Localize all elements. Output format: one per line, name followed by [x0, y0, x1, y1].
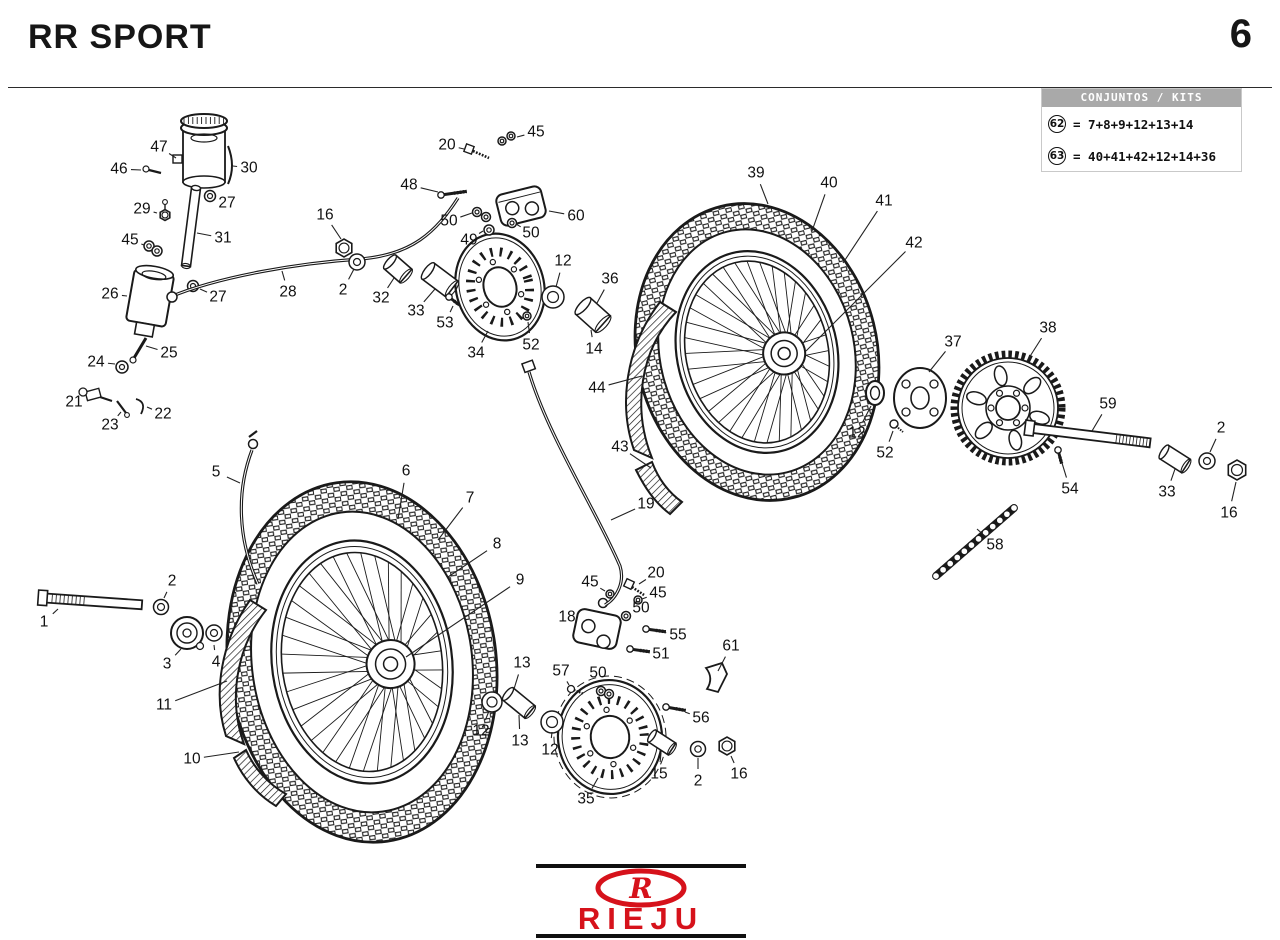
kit-id-badge: 63 [1048, 147, 1066, 165]
part-label: 1 [40, 614, 49, 631]
part-label: 43 [611, 439, 628, 456]
part-label: 51 [652, 646, 669, 663]
part-label: 40 [820, 175, 838, 192]
part-label: 9 [516, 572, 525, 589]
part-label: 28 [279, 284, 296, 301]
part-label: 37 [944, 334, 961, 351]
kit-id-badge: 62 [1048, 115, 1066, 133]
part-label: 38 [1039, 320, 1056, 337]
part-label: 45 [527, 124, 544, 141]
part-label: 27 [218, 195, 235, 212]
part-label: 54 [1061, 481, 1079, 498]
part-label: 50 [632, 600, 650, 617]
kit-row: 62 = 7+8+9+12+13+14 [1042, 107, 1241, 139]
part-label: 2 [694, 773, 703, 790]
page-number: 6 [1229, 12, 1252, 56]
part-label: 2 [168, 573, 177, 590]
part-label: 27 [209, 289, 226, 306]
part-label: 22 [154, 406, 171, 423]
part-label: 18 [558, 609, 575, 626]
part-label: 60 [567, 208, 585, 225]
part-label: 12 [554, 253, 571, 270]
part-label: 13 [513, 655, 530, 672]
part-label: 31 [214, 230, 231, 247]
part-label: 21 [65, 394, 82, 411]
footer-bar-bottom [536, 934, 746, 938]
logo-letter: R [628, 872, 652, 905]
part-label: 58 [986, 537, 1003, 554]
kits-box: CONJUNTOS / KITS 62 = 7+8+9+12+13+14 63 … [1041, 88, 1242, 172]
part-label: 50 [589, 665, 607, 682]
kit-row: 63 = 40+41+42+12+14+36 [1042, 139, 1241, 171]
header-divider [8, 87, 1272, 88]
part-label: 32 [372, 290, 389, 307]
part-label: 15 [650, 766, 667, 783]
part-label: 33 [407, 303, 424, 320]
part-label: 19 [637, 496, 654, 513]
part-label: 52 [522, 337, 539, 354]
part-label: 50 [522, 225, 540, 242]
logo-oval [595, 868, 687, 908]
diagram-art [36, 113, 1247, 844]
part-label: 45 [649, 585, 666, 602]
page-title: RR SPORT [28, 18, 212, 56]
part-label: 8 [493, 536, 502, 553]
part-label: 16 [316, 207, 333, 224]
part-label: 47 [150, 139, 167, 156]
part-label: 35 [577, 791, 594, 808]
part-label: 7 [466, 490, 475, 507]
part-label: 20 [647, 565, 665, 582]
part-label: 39 [747, 165, 764, 182]
part-label: 16 [730, 766, 747, 783]
part-label: 50 [440, 213, 458, 230]
part-label: 61 [722, 638, 739, 655]
kit-formula: = 40+41+42+12+14+36 [1073, 148, 1216, 164]
part-label: 26 [101, 286, 118, 303]
part-label: 57 [552, 663, 569, 680]
leader-lines [52, 134, 1237, 789]
rieju-logo-mark: R [595, 868, 687, 908]
part-label: 4 [212, 654, 221, 671]
part-label: 55 [669, 627, 686, 644]
part-label: 13 [511, 733, 528, 750]
part-label: 34 [467, 345, 485, 362]
part-label: 12 [472, 723, 489, 740]
part-label: 2 [1217, 420, 1226, 437]
part-label: 23 [101, 417, 118, 434]
footer-bar-top [536, 864, 746, 868]
part-label: 3 [163, 656, 172, 673]
part-label: 59 [1099, 396, 1116, 413]
part-label: 12 [848, 425, 865, 442]
part-label: 29 [133, 201, 150, 218]
kits-box-title: CONJUNTOS / KITS [1042, 89, 1241, 107]
part-label: 45 [581, 574, 598, 591]
part-label: 41 [875, 193, 892, 210]
part-label: 25 [160, 345, 177, 362]
part-label: 6 [402, 463, 411, 480]
part-label: 30 [240, 160, 258, 177]
part-label: 5 [212, 464, 221, 481]
part-label: 45 [121, 232, 138, 249]
part-label: 48 [400, 177, 417, 194]
part-label: 10 [183, 751, 201, 768]
part-label: 49 [460, 232, 477, 249]
part-label: 14 [585, 341, 603, 358]
kit-formula: = 7+8+9+12+13+14 [1073, 116, 1194, 132]
part-label: 20 [438, 137, 456, 154]
part-label: 2 [339, 282, 348, 299]
part-label: 52 [876, 445, 893, 462]
part-label: 56 [692, 710, 709, 727]
part-label: 42 [905, 235, 922, 252]
part-label: 53 [436, 315, 453, 332]
part-label: 11 [156, 697, 172, 714]
part-label: 24 [87, 354, 105, 371]
part-label: 16 [1220, 505, 1237, 522]
part-label: 46 [110, 161, 127, 178]
part-label: 36 [601, 271, 618, 288]
part-label: 12 [541, 742, 558, 759]
part-label: 44 [588, 380, 606, 397]
part-label: 33 [1158, 484, 1175, 501]
